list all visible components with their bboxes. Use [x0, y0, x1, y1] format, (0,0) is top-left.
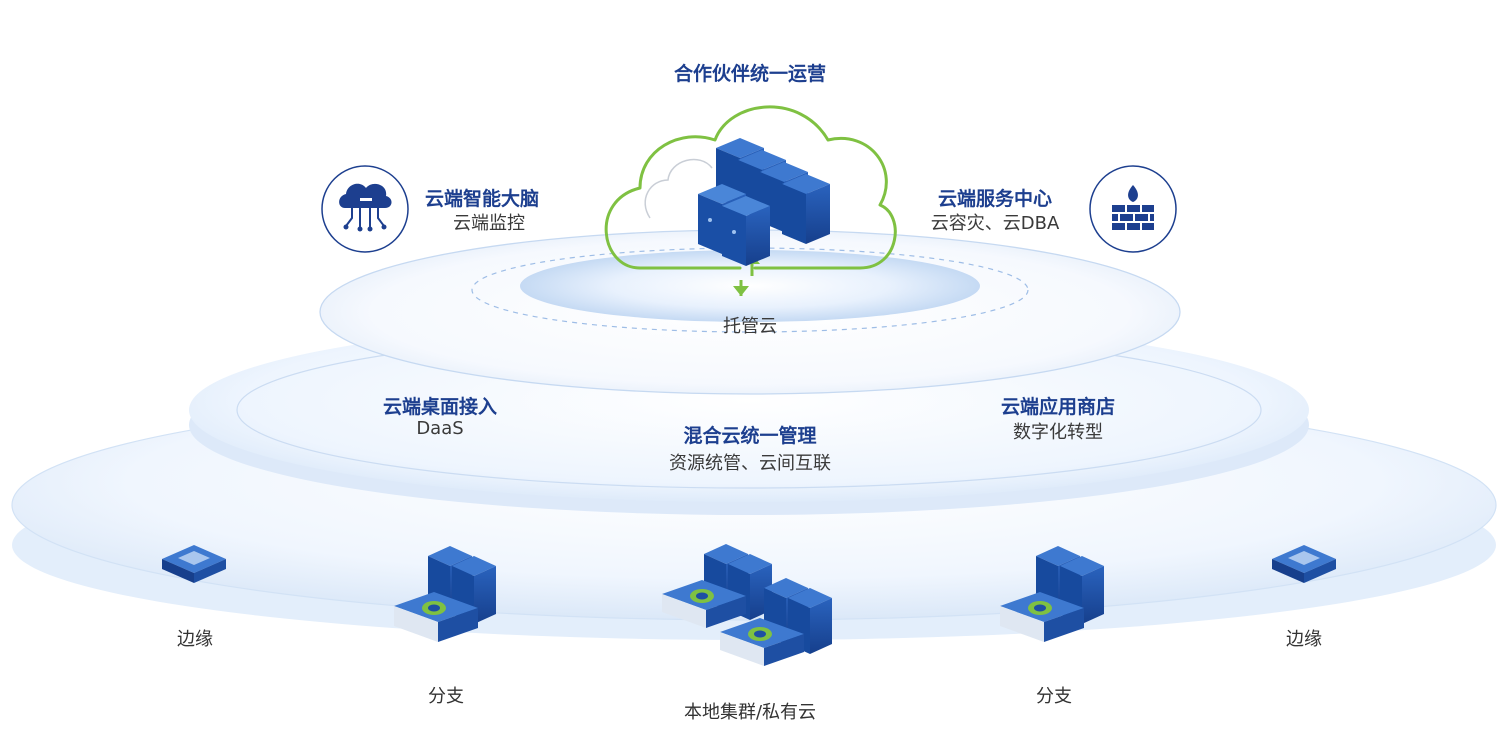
cloud-network-icon	[321, 165, 409, 253]
cloud-server-cluster-icon	[698, 138, 830, 266]
cloud-service-subtitle: 云容灾、云DBA	[930, 213, 1060, 234]
app-store-title: 云端应用商店	[1000, 396, 1115, 418]
branch-left-label: 分支	[428, 686, 464, 707]
managed-cloud-label: 托管云	[723, 316, 777, 337]
cloud-brain-subtitle: 云端监控	[453, 213, 525, 234]
firewall-icon	[1089, 165, 1177, 253]
branch-left-server-icon	[394, 546, 496, 642]
local-cluster-label: 本地集群/私有云	[683, 702, 817, 723]
app-store-subtitle: 数字化转型	[1013, 422, 1103, 443]
partner-unified-operation-title: 合作伙伴统一运营	[673, 63, 826, 85]
edge-left-label: 边缘	[177, 629, 213, 650]
local-cluster-server-icon	[662, 544, 832, 666]
edge-device-left-icon	[162, 545, 226, 583]
cloud-brain-title: 云端智能大脑	[425, 188, 540, 210]
desktop-access-subtitle: DaaS	[416, 418, 464, 439]
cloud-service-title: 云端服务中心	[937, 188, 1052, 210]
edge-device-right-icon	[1272, 545, 1336, 583]
desktop-access-title: 云端桌面接入	[382, 396, 497, 418]
edge-right-label: 边缘	[1286, 629, 1322, 650]
hybrid-cloud-subtitle: 资源统管、云间互联	[669, 453, 831, 474]
branch-right-label: 分支	[1036, 686, 1072, 707]
hybrid-cloud-title: 混合云统一管理	[683, 425, 817, 447]
branch-right-server-icon	[1000, 546, 1104, 642]
